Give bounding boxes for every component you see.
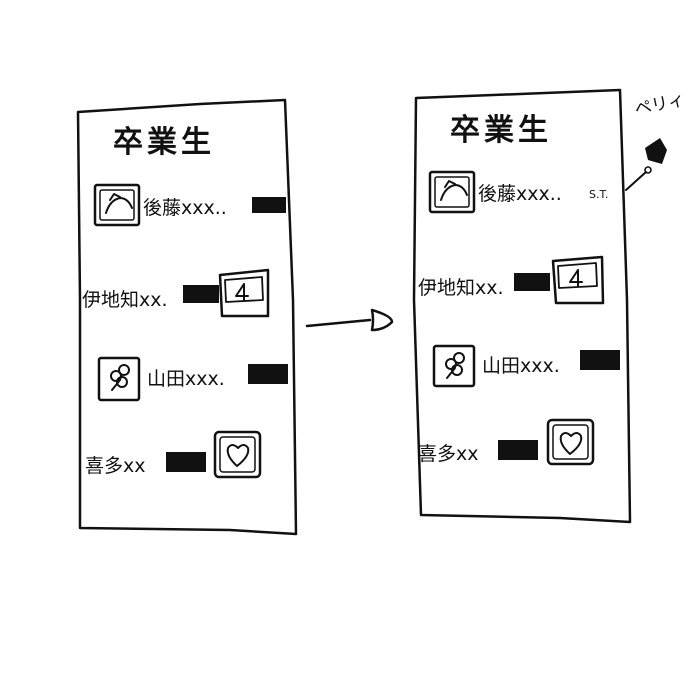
before-title: 卒業生 <box>113 125 215 160</box>
sketch-flag-icon <box>218 268 270 318</box>
after-row-1-suffix: S.T. <box>589 188 608 201</box>
after-title: 卒業生 <box>450 113 552 148</box>
sketch-flower-icon <box>432 344 476 388</box>
peel-arrow <box>625 171 647 191</box>
before-row-2-name: 伊地知xx. <box>82 289 168 311</box>
sketch-heart-icon <box>546 418 595 466</box>
before-row-1: 後藤xxx.. <box>93 183 286 227</box>
after-row-2-name: 伊地知xx. <box>418 277 504 299</box>
redaction-block <box>498 440 538 460</box>
before-row-3: 山田xxx. <box>97 356 288 402</box>
redaction-block <box>252 197 286 213</box>
after-row-2: 伊地知xx. <box>418 255 605 305</box>
peel-sound-text: ペリィ <box>633 90 687 120</box>
after-row-1: 後藤xxx.. S.T. <box>428 170 608 214</box>
arrow <box>305 308 394 332</box>
before-panel-frame <box>76 98 298 536</box>
sketch-face-icon <box>93 183 141 227</box>
before-row-1-name: 後藤xxx.. <box>143 197 227 219</box>
after-row-3-name: 山田xxx. <box>482 355 560 377</box>
before-row-3-name: 山田xxx. <box>147 368 225 390</box>
redaction-block <box>580 350 620 370</box>
sketch-flag-icon <box>551 255 605 305</box>
after-row-4-name: 喜多xx <box>418 443 479 465</box>
after-panel-frame <box>412 88 632 524</box>
after-panel: 卒業生 後藤xxx.. S.T. 伊地知xx. <box>412 88 632 524</box>
peeled-sticker-piece <box>645 138 667 164</box>
sketch-flower-icon <box>97 356 141 402</box>
after-row-3: 山田xxx. <box>432 344 620 388</box>
before-panel: 卒業生 後藤xxx.. 伊地知xx. <box>76 98 298 536</box>
before-row-4-name: 喜多xx <box>85 455 146 477</box>
redaction-block <box>514 273 550 291</box>
sketch-face-icon <box>428 170 476 214</box>
before-row-2: 伊地知xx. <box>82 268 270 318</box>
redaction-block <box>166 452 206 472</box>
peel-annotation: ペリィ <box>625 90 687 191</box>
after-row-4: 喜多xx <box>418 418 595 466</box>
sketch-heart-icon <box>213 430 262 479</box>
redaction-block <box>183 285 219 303</box>
before-row-4: 喜多xx <box>85 430 262 479</box>
redaction-block <box>248 364 288 384</box>
after-row-1-name: 後藤xxx.. <box>478 183 562 205</box>
